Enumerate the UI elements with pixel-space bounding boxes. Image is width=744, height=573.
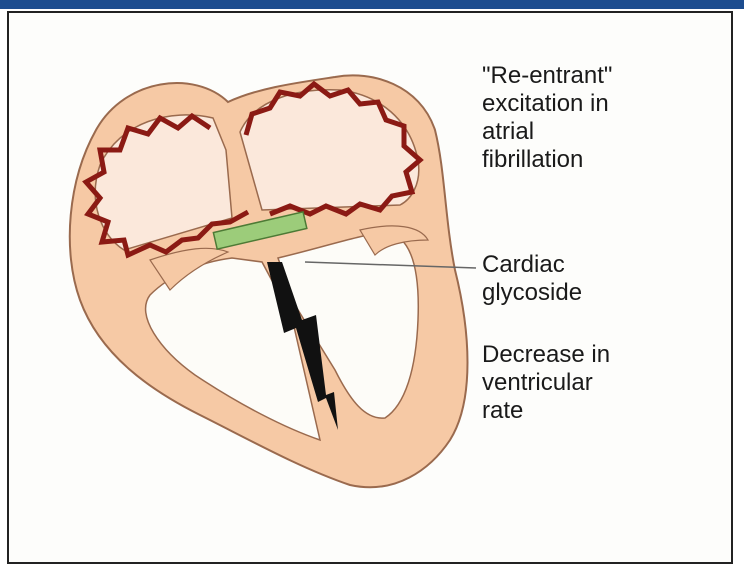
glycoside-label: Cardiac glycoside [482,251,582,307]
ventricular-rate-label: Decrease in ventricular rate [482,341,610,425]
reentrant-label: "Re-entrant" excitation in atrial fibril… [482,62,612,174]
